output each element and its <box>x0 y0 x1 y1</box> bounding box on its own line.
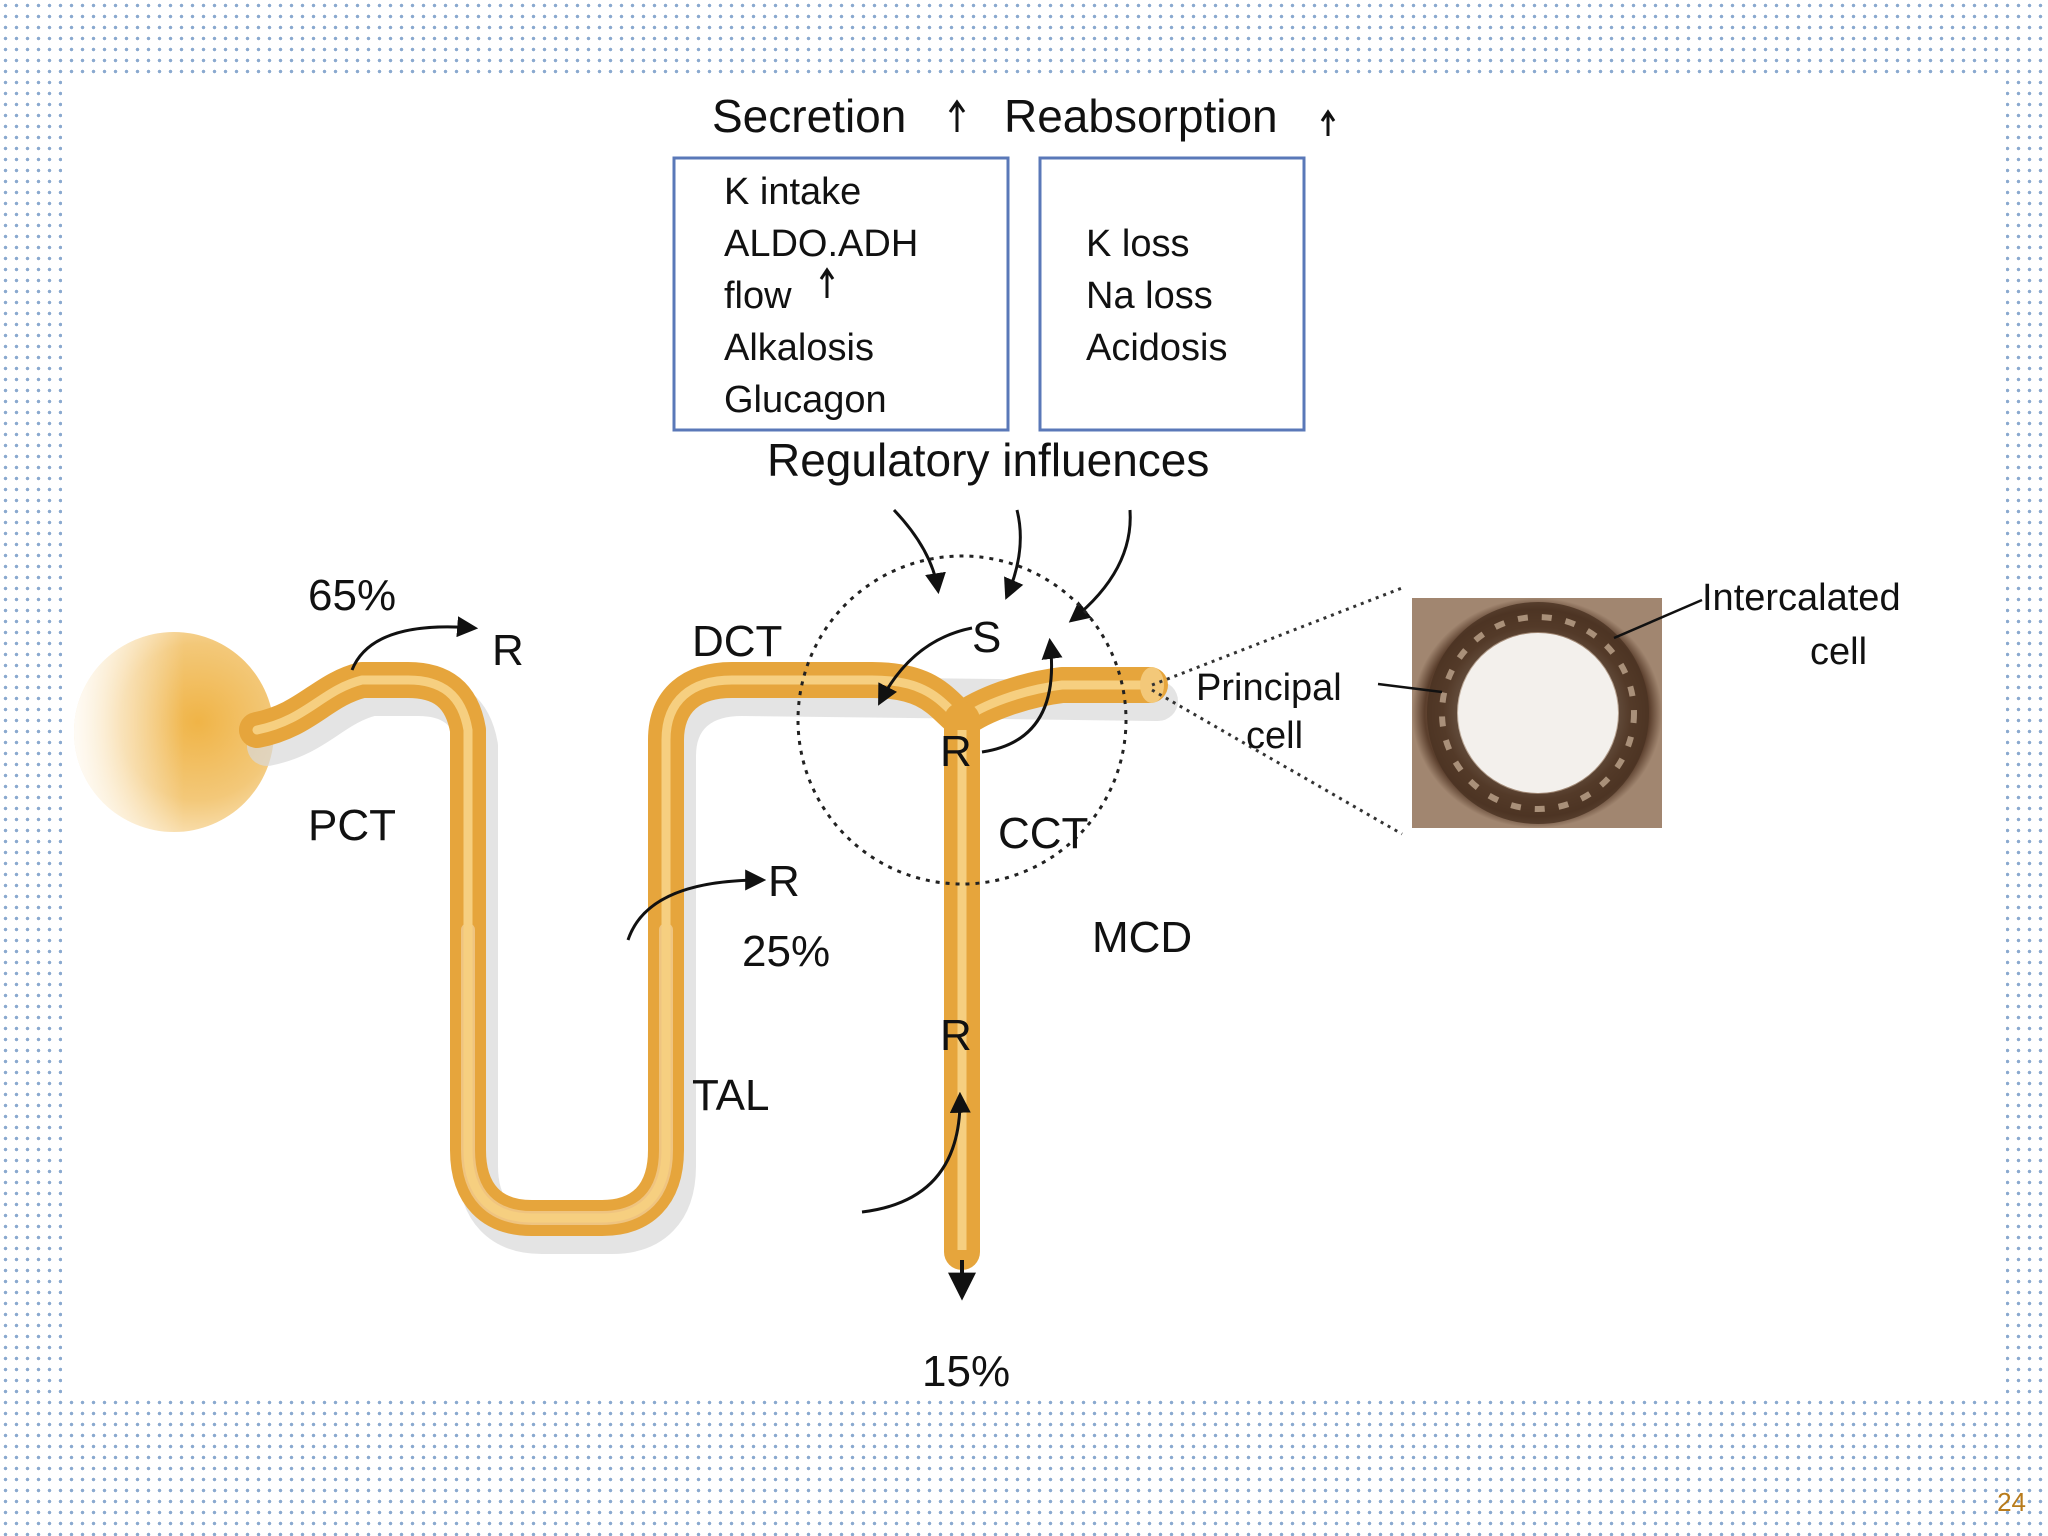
page-number: 24 <box>1997 1487 2026 1517</box>
reabsorption-arrow <box>981 637 1063 754</box>
reabsorption-factor: K loss <box>1086 223 1189 265</box>
reabsorption-heading: Reabsorption <box>1004 90 1278 142</box>
secretion-header: Secretion <box>712 90 966 142</box>
principal-cell-pointer <box>1377 682 1443 694</box>
secretion-arrow <box>878 626 973 706</box>
cct-reabsorption-marker: R <box>940 727 972 776</box>
secretion-factor: flow <box>724 275 792 317</box>
tal-percentage: 25% <box>742 927 830 976</box>
nephron-tubule <box>74 632 1178 1270</box>
inset-callout-line <box>1151 688 1403 836</box>
intercalated-cell-pointer <box>1613 598 1703 640</box>
secretion-factor: Alkalosis <box>724 327 874 369</box>
secretion-factors: K intake ALDO.ADH flow Alkalosis Glucago… <box>724 171 918 421</box>
tal-label: TAL <box>692 1071 769 1120</box>
pct-reabsorption-arrow <box>350 616 479 671</box>
tal-reabsorption-arrow <box>626 869 767 941</box>
reabsorption-up-arrow-icon <box>1320 109 1336 136</box>
slide-content: Secretion Reabsorption K intake ALDO.ADH… <box>62 80 2006 1398</box>
reabsorption-factor: Acidosis <box>1086 327 1228 369</box>
mcd-label: MCD <box>1092 913 1192 962</box>
secretion-factor: ALDO.ADH <box>724 223 918 265</box>
principal-cell-line2: cell <box>1246 715 1303 757</box>
regulatory-influences-label: Regulatory influences <box>767 434 1209 486</box>
flow-up-arrow-icon <box>819 267 835 298</box>
cct-label: CCT <box>998 809 1088 858</box>
cct-secretion-marker: S <box>972 613 1001 662</box>
dct-label: DCT <box>692 617 782 666</box>
regulatory-arrow <box>892 508 946 595</box>
reabsorption-factor: Na loss <box>1086 275 1213 317</box>
mcd-reabsorption-marker: R <box>940 1011 972 1060</box>
secretion-factor: K intake <box>724 171 861 213</box>
secretion-box <box>672 156 1010 432</box>
regulatory-arrow <box>1004 509 1024 600</box>
pct-reabsorption-marker: R <box>492 626 524 675</box>
secretion-up-arrow-icon <box>948 99 966 132</box>
tubule-loop <box>239 662 1168 1236</box>
intercalated-cell-line1: Intercalated <box>1702 577 1901 619</box>
tal-reabsorption-marker: R <box>768 857 800 906</box>
urine-percentage: 15% <box>922 1347 1010 1396</box>
pct-label: PCT <box>308 801 396 850</box>
reabsorption-header: Reabsorption <box>1004 90 1336 142</box>
regulatory-arrow <box>1068 509 1132 623</box>
intercalated-cell-line2: cell <box>1810 631 1867 673</box>
principal-cell-label: Principal cell <box>1196 667 1443 757</box>
pct-percentage: 65% <box>308 571 396 620</box>
secretion-factor: Glucagon <box>724 379 887 421</box>
reabsorption-factors: K loss Na loss Acidosis <box>1086 223 1228 369</box>
intercalated-cell-label: Intercalated cell <box>1613 577 1901 673</box>
mcd-reabsorption-arrow <box>861 1091 971 1214</box>
nephron-diagram: Secretion Reabsorption K intake ALDO.ADH… <box>74 90 1901 1396</box>
reabsorption-box <box>1038 156 1306 432</box>
principal-cell-line1: Principal <box>1196 667 1342 709</box>
cct-region-circle <box>796 554 1128 886</box>
secretion-heading: Secretion <box>712 90 906 142</box>
